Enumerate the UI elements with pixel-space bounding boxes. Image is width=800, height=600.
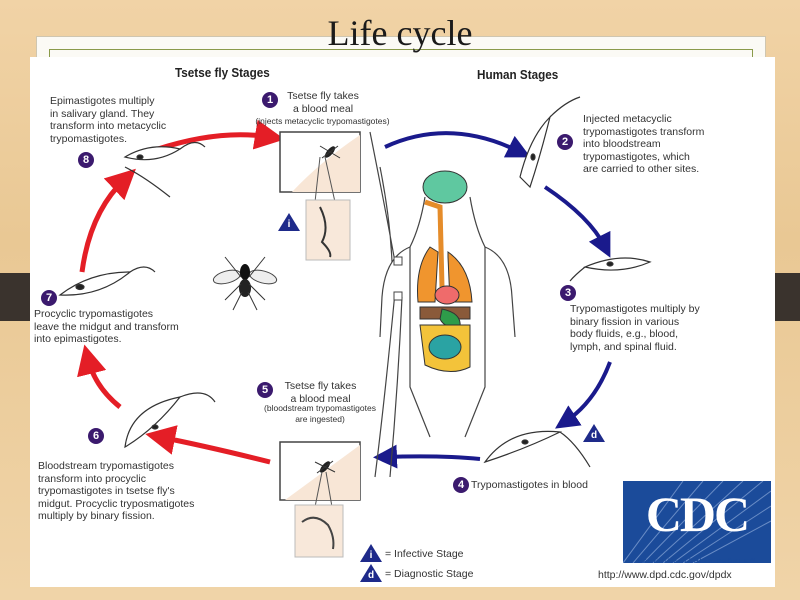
stage-3-text: Trypomastigotes multiply by binary fissi… — [570, 303, 700, 353]
arrow-5-to-6 — [145, 425, 271, 465]
tsetse-stages-header: Tsetse fly Stages — [175, 65, 270, 80]
stage-badge-3: 3 — [560, 285, 576, 301]
tsetse-fly-small-icon — [314, 460, 336, 474]
trypomastigote-inset-bottom — [294, 504, 344, 558]
arrow-3-to-4 — [555, 361, 612, 429]
stage-badge-5: 5 — [257, 382, 273, 398]
cdc-logo: CDC — [623, 481, 771, 563]
tsetse-fly-small-icon — [319, 145, 341, 159]
stage-1-detail: (injects metacyclic trypomastigotes) — [255, 116, 390, 126]
stage-7-text: Procyclic trypomastigotes leave the midg… — [34, 308, 179, 345]
cdc-logo-rays — [623, 481, 771, 563]
diagram-artwork — [58, 96, 652, 558]
stage-1-title: Tsetse fly takes a blood meal — [287, 90, 359, 115]
stage-badge-6: 6 — [88, 428, 104, 444]
stage-8-text: Epimastigotes multiply in salivary gland… — [50, 95, 167, 145]
arrow-7-to-8 — [79, 168, 136, 273]
procyclic-icon-7 — [58, 266, 156, 296]
legend-diagnostic-label: = Diagnostic Stage — [385, 568, 474, 580]
stage-5-title: Tsetse fly takes a blood meal — [284, 380, 357, 405]
cdc-tagline: SAFER·HEALTHIER·PEOPLE™ — [637, 558, 757, 565]
human-stages-header: Human Stages — [477, 67, 559, 82]
slide-title: Life cycle — [327, 13, 473, 53]
stage-badge-7: 7 — [41, 290, 57, 306]
trypomastigote-icon-3 — [569, 257, 652, 282]
stage-badge-8: 8 — [78, 152, 94, 168]
arrow-6-to-7 — [77, 344, 122, 409]
arrow-8-to-1 — [157, 119, 285, 152]
stage-badge-2: 2 — [557, 134, 573, 150]
cdc-logo-text: CDC — [645, 486, 750, 542]
trypomastigote-inset-top — [305, 199, 351, 261]
human-body-illustration — [369, 131, 516, 478]
epimastigote-icon-8 — [123, 141, 206, 198]
trypomastigote-icon-2 — [519, 96, 581, 189]
trypomastigote-icon-6 — [124, 392, 216, 449]
diagnostic-stage-marker-icon: d — [583, 424, 605, 442]
legend-diagnostic-icon: d — [360, 564, 382, 582]
stage-6-text: Bloodstream trypomastigotes transform in… — [38, 460, 195, 522]
arrow-2-to-3 — [543, 185, 611, 258]
legend-infective-icon: i — [360, 544, 382, 562]
arrow-4-to-5 — [373, 444, 481, 469]
legend-infective-label: = Infective Stage — [385, 548, 464, 560]
infective-stage-marker-icon: i — [278, 213, 300, 231]
tsetse-fly-icon — [212, 256, 278, 311]
stage-2-text: Injected metacyclic trypomastigotes tran… — [583, 113, 705, 175]
trypomastigote-icon-4 — [483, 430, 591, 468]
stage-4-text: Trypomastigotes in blood — [471, 479, 588, 491]
source-url: http://www.dpd.cdc.gov/dpdx — [598, 569, 732, 581]
arrow-1-to-2 — [384, 131, 531, 158]
organs-illustration — [417, 170, 473, 372]
stage-5-detail: (bloodstream trypomastigotes are ingeste… — [264, 403, 376, 424]
stage-badge-4: 4 — [453, 477, 469, 493]
stage-badge-1: 1 — [262, 92, 278, 108]
